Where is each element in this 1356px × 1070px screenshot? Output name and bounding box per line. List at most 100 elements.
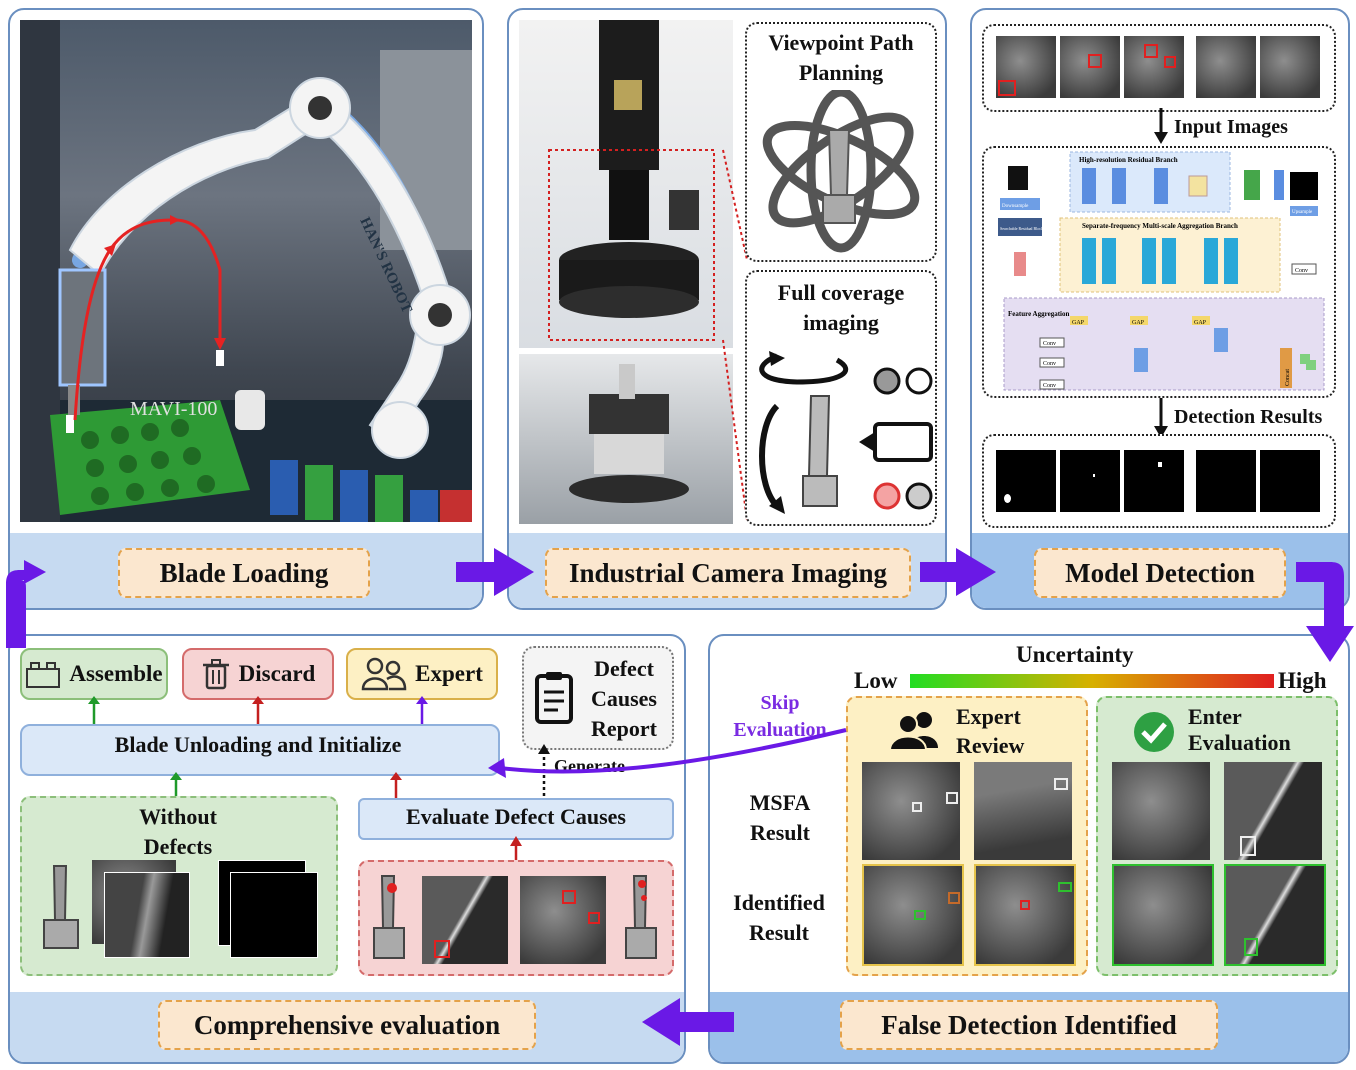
msfa-result-label: MSFA Result	[749, 790, 811, 845]
gap-label-2: GAP	[1132, 320, 1145, 326]
blade-icon-defect-2	[625, 875, 657, 959]
expert-label: Expert	[415, 661, 483, 686]
arrow-false-to-comprehensive	[642, 998, 734, 1046]
hr-branch-label: High-resolution Residual Branch	[1079, 156, 1178, 164]
arrow-camera-to-model	[920, 548, 996, 596]
detection-results-box	[982, 434, 1336, 528]
evaluate-causes-box[interactable]	[358, 798, 674, 840]
expert-review-box: Expert Review	[846, 696, 1088, 976]
conv-label-d: Conv	[1043, 383, 1056, 389]
result-mask-1	[996, 450, 1056, 512]
skip-evaluation-label: Skip Evaluation	[733, 692, 827, 741]
conv-label-b: Conv	[1043, 341, 1056, 347]
assemble-label: Assemble	[69, 661, 163, 686]
full-coverage-box: Full coverage imaging	[745, 270, 937, 526]
flow-arrows-mid	[170, 772, 402, 798]
defect-image-1	[422, 876, 508, 964]
concat-label: Concat	[1285, 369, 1291, 386]
input-image-1	[996, 36, 1056, 98]
result-mask-3	[1124, 450, 1184, 512]
trash-icon	[202, 659, 229, 690]
detection-results-label: Detection Results	[1174, 406, 1323, 428]
robot-photo: MAVI-100 HAN'S ROBOT	[20, 20, 472, 522]
clipboard-icon	[535, 672, 573, 724]
stage-label-false-detection: False Detection Identified	[840, 1000, 1218, 1050]
coverage-icons	[759, 351, 933, 514]
identified-image-2	[974, 864, 1076, 966]
input-image-4	[1196, 36, 1256, 98]
evaluate-causes-label: Evaluate Defect Causes	[406, 804, 626, 829]
input-image-5	[1260, 36, 1320, 98]
stage-label-camera-imaging: Industrial Camera Imaging	[545, 548, 911, 598]
feature-aggregation-label: Feature Aggregation	[1008, 310, 1069, 318]
identified-image-1	[862, 864, 964, 966]
uncertainty-high-label: High	[1278, 668, 1327, 693]
input-image-3	[1124, 36, 1184, 98]
downsample-label: Downsample	[1002, 204, 1029, 209]
blade-icon-defect-1	[373, 875, 405, 959]
enter-eval-image-1	[1112, 762, 1210, 860]
stage-label-model-detection: Model Detection	[1034, 548, 1286, 598]
unloading-label: Blade Unloading and Initialize	[114, 732, 402, 757]
defect-report-label: Defect Causes Report	[590, 656, 657, 741]
sf-branch-label: Separate-frequency Multi-scale Aggregati…	[1082, 222, 1238, 230]
network-diagram-box: High-resolution Residual Branch Downsamp…	[982, 146, 1336, 398]
checkmark-icon	[1134, 712, 1174, 752]
robot-model-text: MAVI-100	[130, 398, 217, 420]
defect-image-2	[520, 876, 606, 964]
coverage-title: Full coverage imaging	[777, 280, 905, 335]
lego-brick-icon	[26, 662, 61, 688]
arrow-model-to-false	[1296, 562, 1354, 662]
users-icon	[361, 657, 407, 691]
blade-icon-clean	[43, 865, 79, 949]
enter-evaluation-label: Enter Evaluation	[1188, 704, 1291, 755]
defect-report-box: Defect Causes Report	[522, 646, 674, 750]
uncertainty-title: Uncertainty	[1016, 642, 1134, 667]
camera-photo	[519, 20, 733, 348]
panel-camera-imaging: Viewpoint Path Planning Full coverage im…	[507, 8, 947, 610]
expert-button[interactable]: Expert	[346, 648, 498, 700]
enter-evaluation-box: Enter Evaluation	[1096, 696, 1338, 976]
upsample-label: Upsample	[1292, 210, 1313, 215]
clean-mask-front	[230, 872, 318, 958]
conv-label-a: Conv	[1295, 268, 1308, 274]
without-defects-box: Without Defects	[20, 796, 338, 976]
fixture-photo	[519, 354, 733, 524]
searchable-block-label: Searchable Residual Block	[1000, 226, 1043, 231]
arrow-loading-to-camera	[456, 548, 534, 596]
msfa-image-1	[862, 762, 960, 860]
viewpoint-title: Viewpoint Path Planning	[768, 30, 914, 85]
panel-blade-loading: MAVI-100 HAN'S ROBOT	[8, 8, 484, 610]
orbit-icon	[762, 90, 920, 253]
enter-eval-image-4	[1224, 864, 1326, 966]
gap-label-1: GAP	[1072, 320, 1085, 326]
input-images-box	[982, 24, 1336, 112]
stage-label-comprehensive: Comprehensive evaluation	[158, 1000, 536, 1050]
msfa-image-2	[974, 762, 1072, 860]
result-mask-5	[1260, 450, 1320, 512]
input-image-2	[1060, 36, 1120, 98]
expert-review-label: Expert Review	[956, 704, 1025, 758]
skip-evaluation-arrow	[499, 728, 847, 774]
input-images-label: Input Images	[1174, 116, 1288, 138]
flow-arrows-top	[88, 696, 550, 796]
result-mask-4	[1196, 450, 1256, 512]
panel-false-detection: Uncertainty Low High Skip Evaluation MSF…	[708, 634, 1350, 1064]
identified-result-label: Identified Result	[733, 890, 825, 945]
enter-eval-image-3	[1112, 864, 1214, 966]
gap-label-3: GAP	[1194, 320, 1207, 326]
defective-box	[358, 860, 674, 976]
without-defects-label: Without Defects	[139, 804, 217, 859]
uncertainty-low-label: Low	[854, 668, 898, 693]
panel-model-detection: Input Images High-resolution Residual Br…	[970, 8, 1350, 610]
unloading-box[interactable]	[20, 724, 500, 776]
clean-image-front	[104, 872, 190, 958]
conv-label-c: Conv	[1043, 361, 1056, 367]
enter-eval-image-2	[1224, 762, 1322, 860]
discard-label: Discard	[238, 661, 316, 686]
assemble-button[interactable]: Assemble	[20, 648, 168, 700]
panel-comprehensive-evaluation: Assemble Discard Expert Defect Causes Re…	[8, 634, 686, 1064]
robot-arm-illustration: MAVI-100 HAN'S ROBOT	[20, 20, 472, 522]
stage-label-blade-loading: Blade Loading	[118, 548, 370, 598]
people-icon	[888, 712, 938, 750]
